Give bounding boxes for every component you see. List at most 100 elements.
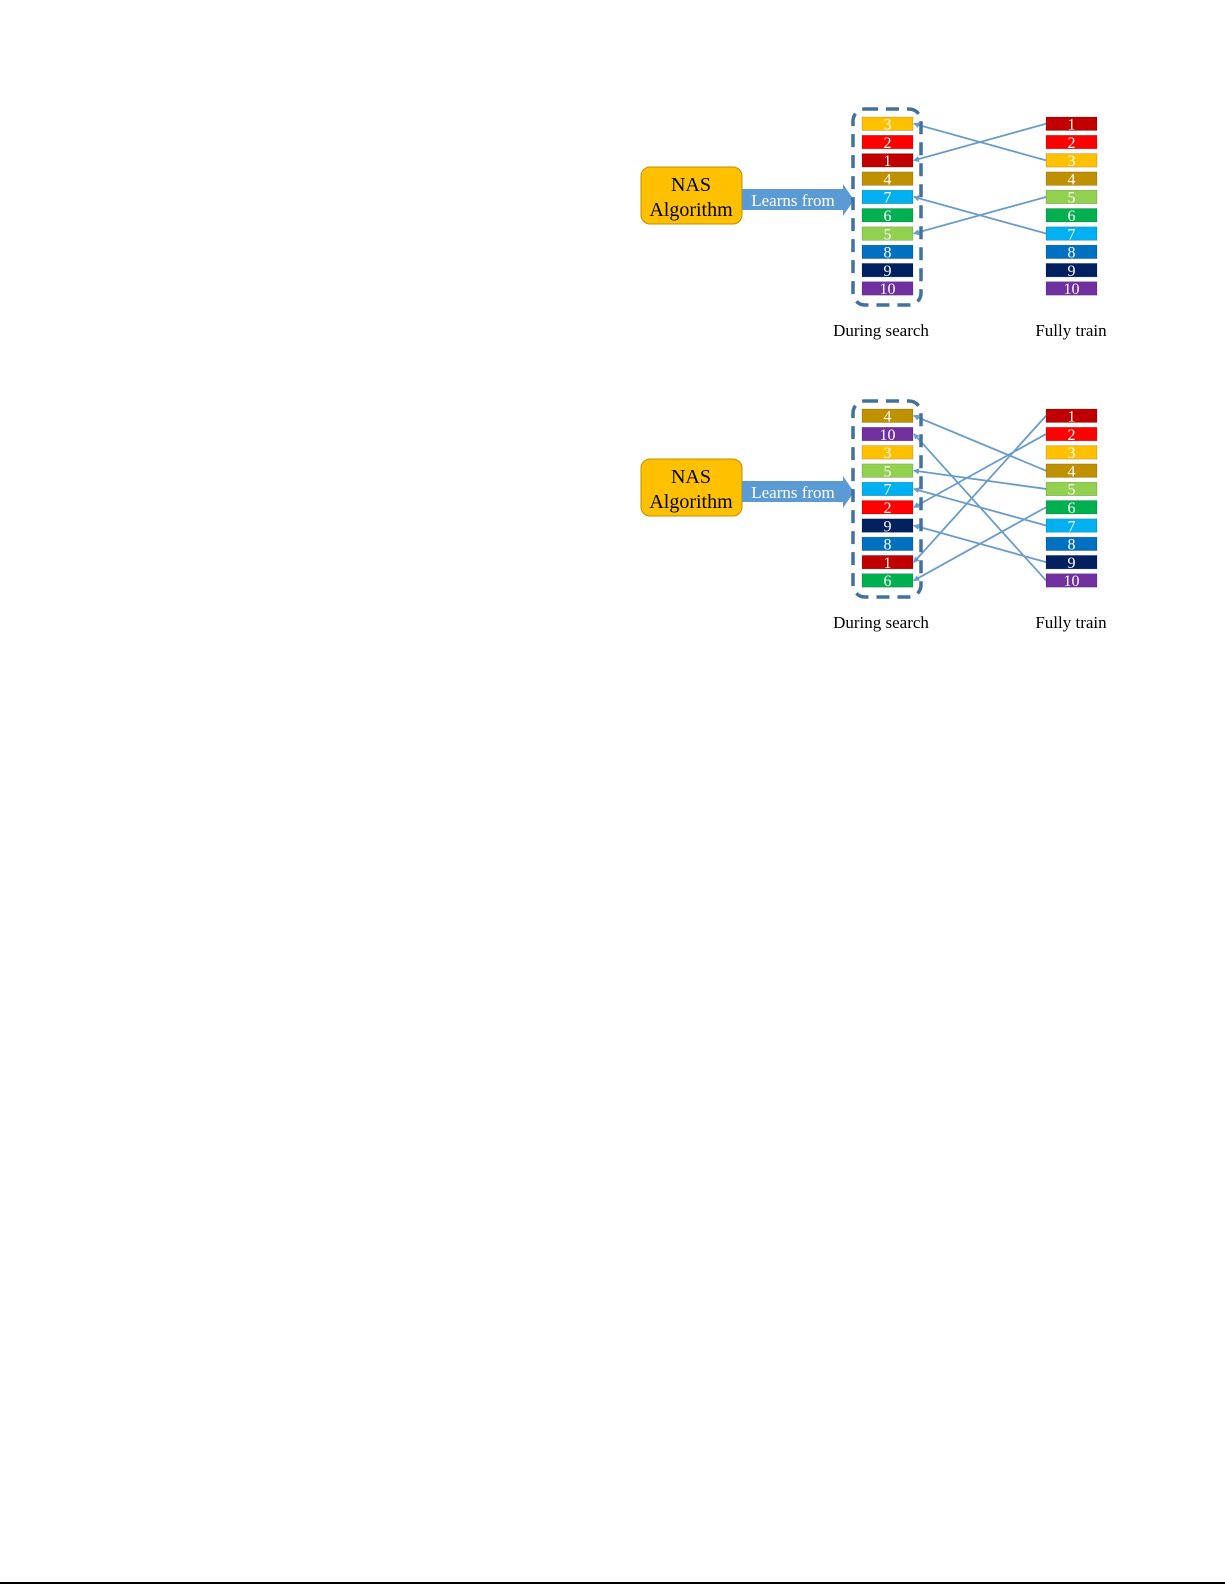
rank-number: 3 [1068,445,1076,462]
fully-train-rank-bar-10: 10 [1045,281,1098,298]
fully-train-rank-bar-1: 1 [1045,409,1098,426]
rank-number: 5 [1068,190,1076,207]
rank-number: 7 [884,482,892,499]
rank-number: 5 [1068,482,1076,499]
rank-number: 8 [1068,537,1076,554]
rank-number: 4 [884,409,892,426]
learns-from-arrow: Learns from [742,476,854,508]
fully-train-caption: Fully train [1035,613,1107,632]
rank-number: 10 [880,281,896,298]
during-search-rank-bar-4: 4 [861,409,914,426]
arrow-label: Learns from [751,483,835,502]
rank-number: 2 [1068,427,1076,444]
during-search-rank-bar-9: 9 [861,518,914,535]
rank-number: 4 [1068,463,1076,480]
fully-train-rank-bar-5: 5 [1045,190,1098,207]
rank-number: 1 [1068,117,1076,134]
during-search-rank-bar-7: 7 [861,190,914,207]
rank-number: 8 [1068,245,1076,262]
rank-number: 7 [1068,518,1076,535]
rank-number: 5 [884,463,892,480]
page-bottom-rule [0,1582,1225,1584]
fully-train-rank-bar-6: 6 [1045,500,1098,517]
during-search-rank-bar-3: 3 [861,117,914,134]
during-search-rank-bar-6: 6 [861,208,914,225]
fully-train-rank-bar-2: 2 [1045,427,1098,444]
learns-from-arrow: Learns from [742,184,854,216]
during-search-caption: During search [833,613,929,632]
rank-number: 4 [884,171,892,188]
during-search-rank-bar-8: 8 [861,537,914,554]
rank-number: 8 [884,537,892,554]
connection-lines [913,122,1047,236]
rank-mapping-line-7 [913,195,1047,235]
rank-number: 7 [884,190,892,207]
rank-number: 10 [1064,281,1080,298]
arrow-label: Learns from [751,191,835,210]
during-search-rank-bar-2: 2 [861,135,914,152]
nas-label-line2: Algorithm [649,491,733,513]
during-search-rank-bar-7: 7 [861,482,914,499]
fully-train-rank-bar-4: 4 [1045,463,1098,480]
rank-number: 9 [1068,555,1076,572]
during-search-rank-bar-1: 1 [861,153,914,170]
fully-train-rank-bar-6: 6 [1045,208,1098,225]
rank-number: 1 [1068,409,1076,426]
nas-algorithm-box: NAS Algorithm [640,458,743,517]
rank-number: 9 [884,263,892,280]
rank-number: 3 [1068,153,1076,170]
connection-lines [913,414,1047,582]
nas-algorithm-box: NAS Algorithm [640,166,743,225]
fully-train-rank-bar-10: 10 [1045,573,1098,590]
rank-number: 4 [1068,171,1076,188]
during-search-dashed-box [851,107,923,307]
during-search-dashed-box [851,399,923,599]
during-search-rank-bar-9: 9 [861,263,914,280]
rank-number: 8 [884,245,892,262]
rank-number: 3 [884,445,892,462]
rank-number: 9 [1068,263,1076,280]
during-search-rank-bar-10: 10 [861,281,914,298]
during-search-rank-bar-2: 2 [861,500,914,517]
during-search-rank-bar-3: 3 [861,445,914,462]
rank-mapping-line-10 [913,433,1047,582]
fully-train-rank-bar-5: 5 [1045,482,1098,499]
fully-train-rank-bar-9: 9 [1045,555,1098,572]
fully-train-caption: Fully train [1035,321,1107,340]
rank-number: 6 [1068,500,1076,517]
during-search-rank-bar-5: 5 [861,226,914,243]
during-search-rank-bar-6: 6 [861,573,914,590]
rank-mapping-line-1 [913,415,1047,563]
rank-number: 6 [884,208,892,225]
fully-train-rank-bar-8: 8 [1045,245,1098,262]
rank-number: 2 [884,500,892,517]
fully-train-rank-bar-3: 3 [1045,153,1098,170]
rank-number: 6 [884,573,892,590]
fully-train-rank-bar-3: 3 [1045,445,1098,462]
rank-mapping-line-9 [913,523,1047,564]
rank-number: 1 [884,555,892,572]
nas-label-line1: NAS [671,174,711,196]
rank-number: 10 [880,427,896,444]
rank-number: 6 [1068,208,1076,225]
fully-train-rank-bar-2: 2 [1045,135,1098,152]
fully-train-rank-bar-7: 7 [1045,518,1098,535]
fully-train-rank-bar-1: 1 [1045,117,1098,134]
during-search-rank-bar-1: 1 [861,555,914,572]
during-search-rank-bar-10: 10 [861,427,914,444]
fully-train-rank-bar-9: 9 [1045,263,1098,280]
rank-number: 3 [884,117,892,134]
fully-train-rank-bar-8: 8 [1045,537,1098,554]
rank-mapping-line-2 [913,433,1047,509]
during-search-rank-bar-4: 4 [861,171,914,188]
during-search-rank-bar-8: 8 [861,245,914,262]
rank-number: 2 [1068,135,1076,152]
fully-train-rank-bar-7: 7 [1045,226,1098,243]
rank-number: 7 [1068,226,1076,243]
